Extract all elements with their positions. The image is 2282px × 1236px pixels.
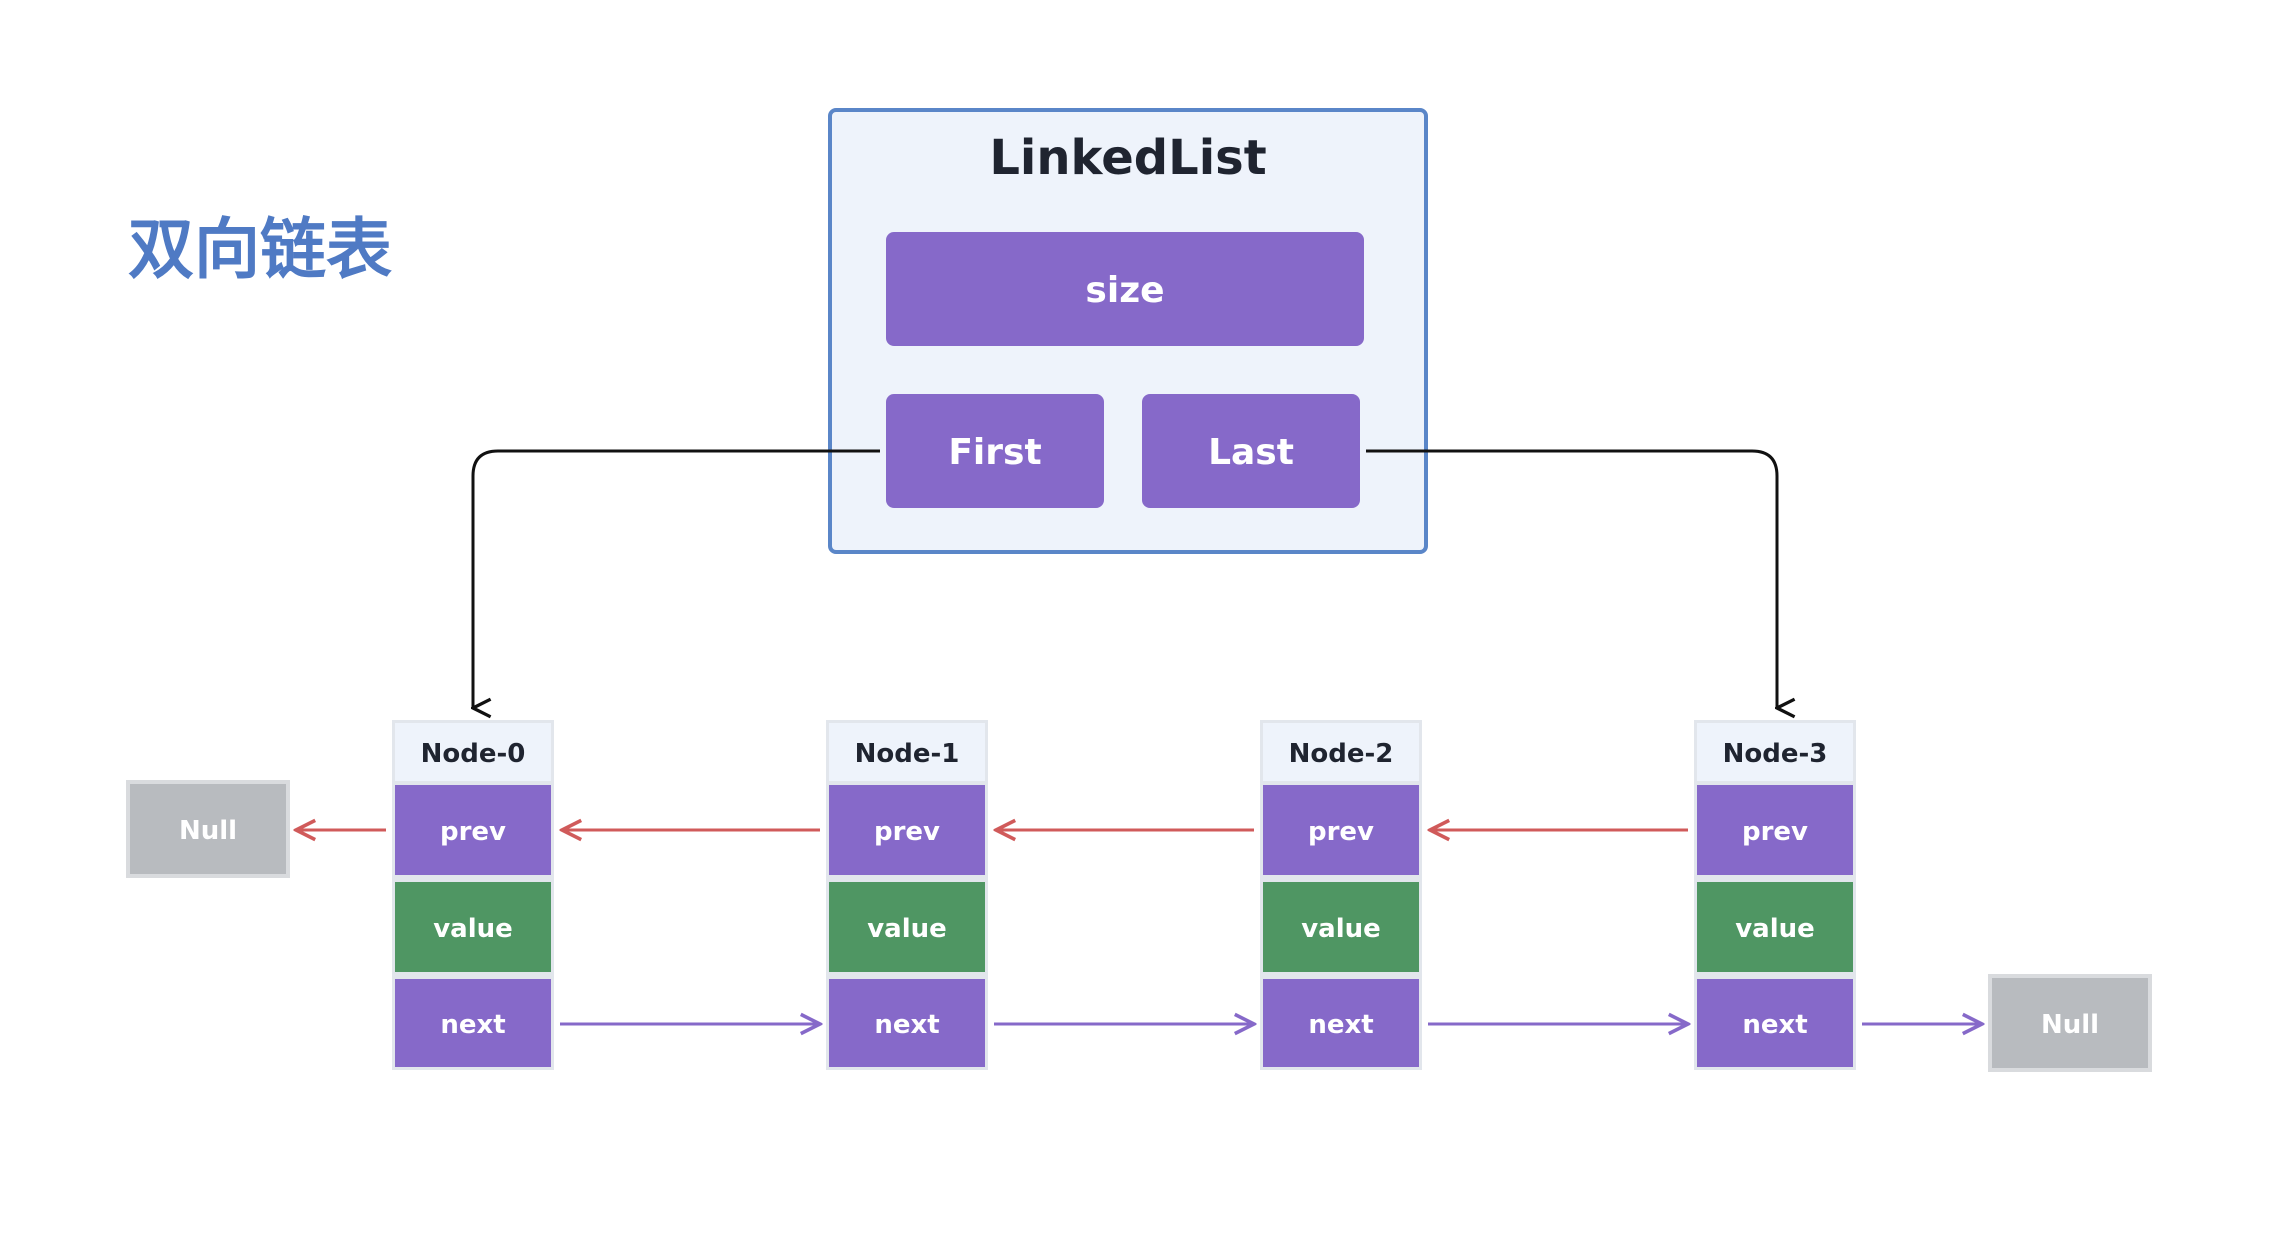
node-value-cell [1263,882,1419,972]
last-field [1142,394,1360,508]
node-value-label: value [1301,914,1381,944]
node-3: Node-3 prev value next [1694,720,1856,1070]
node-value-cell [1697,882,1853,972]
last-field-label: Last [1208,432,1294,473]
first-pointer-arrow [473,449,880,708]
null-left-box: Null [126,780,290,878]
node-next-label: next [1308,1010,1373,1040]
node-label: Node-2 [1289,739,1394,769]
arrows-layer [296,830,1982,1024]
node-0: Node-0 prev value next [392,720,554,1070]
nodes-layer: Node-0prevvaluenextNode-1prevvaluenextNo… [392,720,1856,1070]
node-next-cell [829,979,985,1067]
linked-list-label: LinkedList [989,130,1266,186]
linked-list-container: LinkedList size First Last [828,108,1428,554]
node-header [395,723,551,781]
node-value-label: value [433,914,513,944]
node-next-cell [1697,979,1853,1067]
node-2: Node-2 prev value next [1260,720,1422,1070]
node-label: Node-1 [855,739,960,769]
node-prev-label: prev [1742,817,1808,847]
node-next-cell [395,979,551,1067]
size-field-label: size [1085,270,1164,311]
node-value-cell [395,882,551,972]
node-prev-label: prev [440,817,506,847]
node-prev-cell [1263,785,1419,875]
null-right-label: Null [2041,1010,2099,1040]
node-value-label: value [1735,914,1815,944]
node-prev-label: prev [874,817,940,847]
node-prev-cell [395,785,551,875]
node-next-label: next [440,1010,505,1040]
null-left-label: Null [179,816,237,846]
node-next-cell [1263,979,1419,1067]
null-left-rect [126,780,290,878]
first-field [886,394,1104,508]
node-value-label: value [867,914,947,944]
size-field [886,232,1364,346]
node-prev-cell [829,785,985,875]
node-next-label: next [874,1010,939,1040]
node-header [829,723,985,781]
page-title: 双向链表 [128,211,392,288]
node-prev-cell [1697,785,1853,875]
first-field-label: First [948,432,1041,473]
node-header [1263,723,1419,781]
node-prev-label: prev [1308,817,1374,847]
node-1: Node-1 prev value next [826,720,988,1070]
node-value-cell [829,882,985,972]
null-right-box: Null [1988,974,2152,1072]
last-pointer-arrow [1366,449,1777,708]
node-label: Node-0 [421,739,526,769]
node-next-label: next [1742,1010,1807,1040]
node-label: Node-3 [1723,739,1828,769]
node-header [1697,723,1853,781]
null-right-rect [1988,974,2152,1072]
